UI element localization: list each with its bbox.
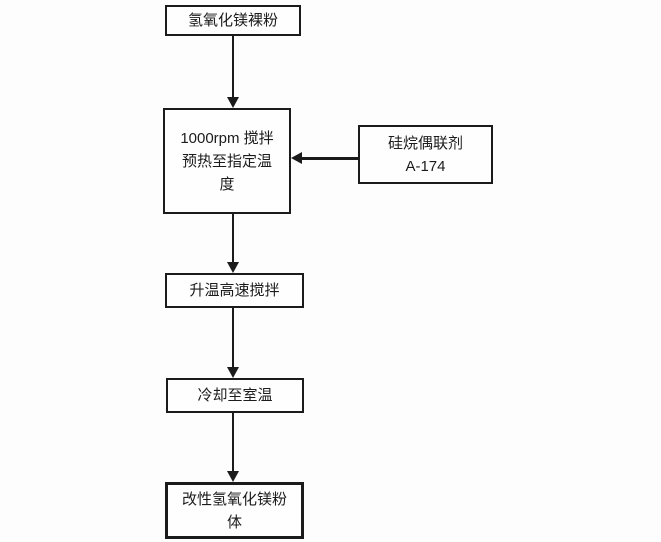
node-modified-mg-hydroxide-powder: 改性氢氧化镁粉 体	[165, 482, 304, 539]
arrow-heat-to-cool	[227, 308, 239, 378]
arrowhead-down-icon	[227, 97, 239, 108]
arrow-cool-to-product	[227, 413, 239, 482]
arrowhead-down-icon	[227, 367, 239, 378]
node-silane-coupling-agent: 硅烷偶联剂 A-174	[358, 125, 493, 184]
node-mg-hydroxide-raw-powder: 氢氧化镁裸粉	[165, 5, 301, 36]
arrow-agent-to-preheat	[291, 152, 358, 164]
node-label-modified-mg-hydroxide-powder: 改性氢氧化镁粉 体	[181, 490, 287, 531]
node-stir-and-preheat: 1000rpm 搅拌 预热至指定温 度	[163, 108, 291, 214]
node-label-cool-to-room-temp: 冷却至室温	[197, 387, 273, 404]
node-label-stir-and-preheat: 1000rpm 搅拌 预热至指定温 度	[180, 129, 274, 193]
arrow-shaft	[301, 157, 358, 160]
arrow-shaft	[232, 35, 234, 98]
arrow-shaft	[232, 413, 234, 472]
node-heat-up-high-speed-stir: 升温高速搅拌	[165, 273, 304, 308]
node-label-heat-up-high-speed-stir: 升温高速搅拌	[189, 282, 280, 299]
arrowhead-down-icon	[227, 471, 239, 482]
arrow-shaft	[232, 308, 234, 368]
arrowhead-left-icon	[291, 152, 302, 164]
arrow-shaft	[232, 214, 234, 263]
node-label-mg-hydroxide-raw-powder: 氢氧化镁裸粉	[187, 12, 278, 29]
node-cool-to-room-temp: 冷却至室温	[166, 378, 304, 413]
arrowhead-down-icon	[227, 262, 239, 273]
arrow-preheat-to-heat	[227, 214, 239, 273]
node-label-silane-coupling-agent: 硅烷偶联剂 A-174	[387, 134, 463, 175]
arrow-raw-to-preheat	[227, 35, 239, 108]
